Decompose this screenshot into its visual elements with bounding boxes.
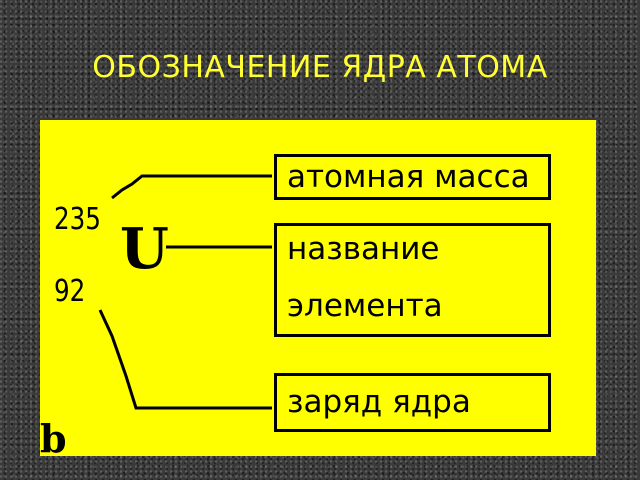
diagram-panel: 235 92 U атомная масса название элемента…	[40, 120, 596, 461]
mass-label-box: атомная масса	[274, 154, 551, 200]
charge-connector	[98, 309, 272, 410]
charge-label: заряд ядра	[287, 384, 471, 420]
atomic-number: 92	[54, 274, 86, 309]
element-symbol: U	[120, 216, 169, 282]
connector-lines	[98, 174, 272, 410]
mass-connector	[111, 174, 272, 200]
name-label-line2: элемента	[287, 288, 443, 324]
mass-label: атомная масса	[287, 159, 530, 195]
charge-label-box: заряд ядра	[274, 373, 551, 432]
slide-title: ОБОЗНАЧЕНИЕ ЯДРА АТОМА	[92, 50, 548, 85]
corner-glyph: b	[40, 416, 67, 461]
name-label-box: название элемента	[274, 223, 551, 337]
name-label-line1: название	[287, 231, 440, 267]
mass-number: 235	[54, 202, 101, 237]
